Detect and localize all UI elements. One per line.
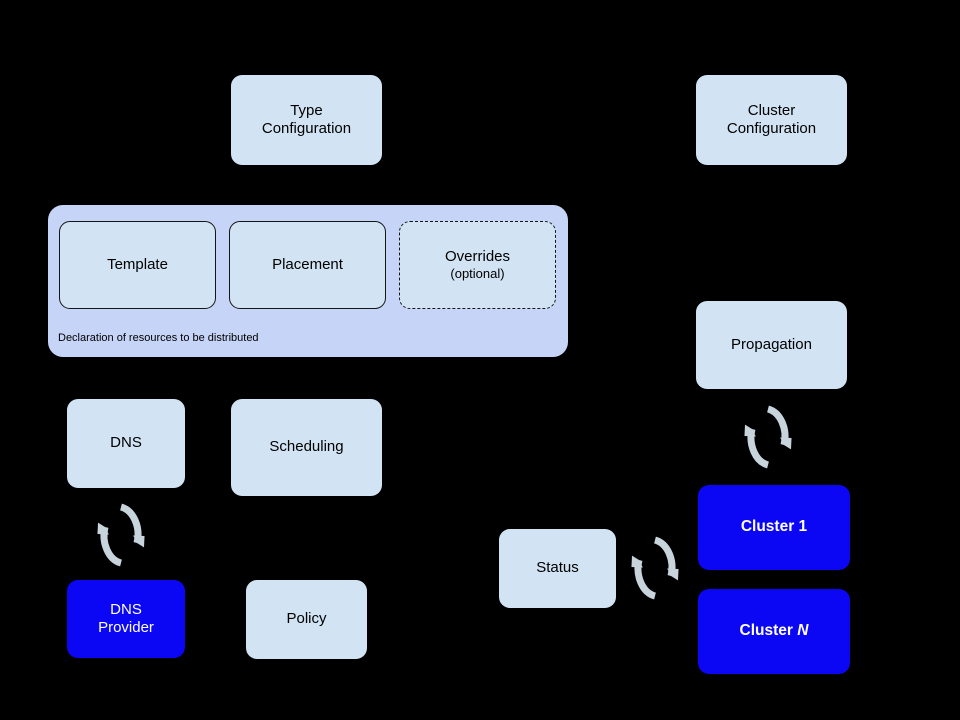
sync-cycle-icon-propagation (744, 405, 792, 469)
node-cluster-1[interactable]: Cluster 1 (698, 485, 850, 570)
node-cluster-1-label: Cluster 1 (740, 518, 808, 536)
node-overrides-label: Overrides (444, 247, 511, 265)
node-cluster-n-label: Cluster N (739, 622, 809, 640)
node-cluster-configuration-label: Cluster Configuration (726, 101, 817, 137)
group-caption: Declaration of resources to be distribut… (58, 332, 259, 344)
node-template[interactable]: Template (59, 221, 216, 309)
node-overrides[interactable]: Overrides (optional) (399, 221, 556, 309)
node-overrides-sublabel: (optional) (450, 266, 505, 282)
node-type-configuration-label: Type Configuration (261, 101, 352, 137)
sync-cycle-icon-status (631, 536, 679, 600)
node-policy[interactable]: Policy (246, 580, 367, 659)
node-placement-label: Placement (272, 255, 343, 273)
node-dns-label: DNS (110, 434, 142, 452)
node-cluster-n[interactable]: Cluster N (698, 589, 850, 674)
node-placement[interactable]: Placement (229, 221, 386, 309)
node-template-label: Template (107, 255, 168, 273)
node-cluster-configuration[interactable]: Cluster Configuration (696, 75, 847, 165)
node-status-label: Status (536, 559, 579, 577)
node-status[interactable]: Status (499, 529, 616, 608)
node-policy-label: Policy (286, 610, 327, 628)
node-scheduling[interactable]: Scheduling (231, 399, 382, 496)
node-scheduling-label: Scheduling (269, 438, 344, 456)
node-type-configuration[interactable]: Type Configuration (231, 75, 382, 165)
node-dns-provider[interactable]: DNS Provider (67, 580, 185, 658)
node-propagation-label: Propagation (731, 335, 812, 353)
node-dns[interactable]: DNS (67, 399, 185, 488)
node-propagation[interactable]: Propagation (696, 301, 847, 389)
node-dns-provider-label: DNS Provider (98, 600, 154, 636)
sync-cycle-icon-dns (97, 503, 145, 567)
